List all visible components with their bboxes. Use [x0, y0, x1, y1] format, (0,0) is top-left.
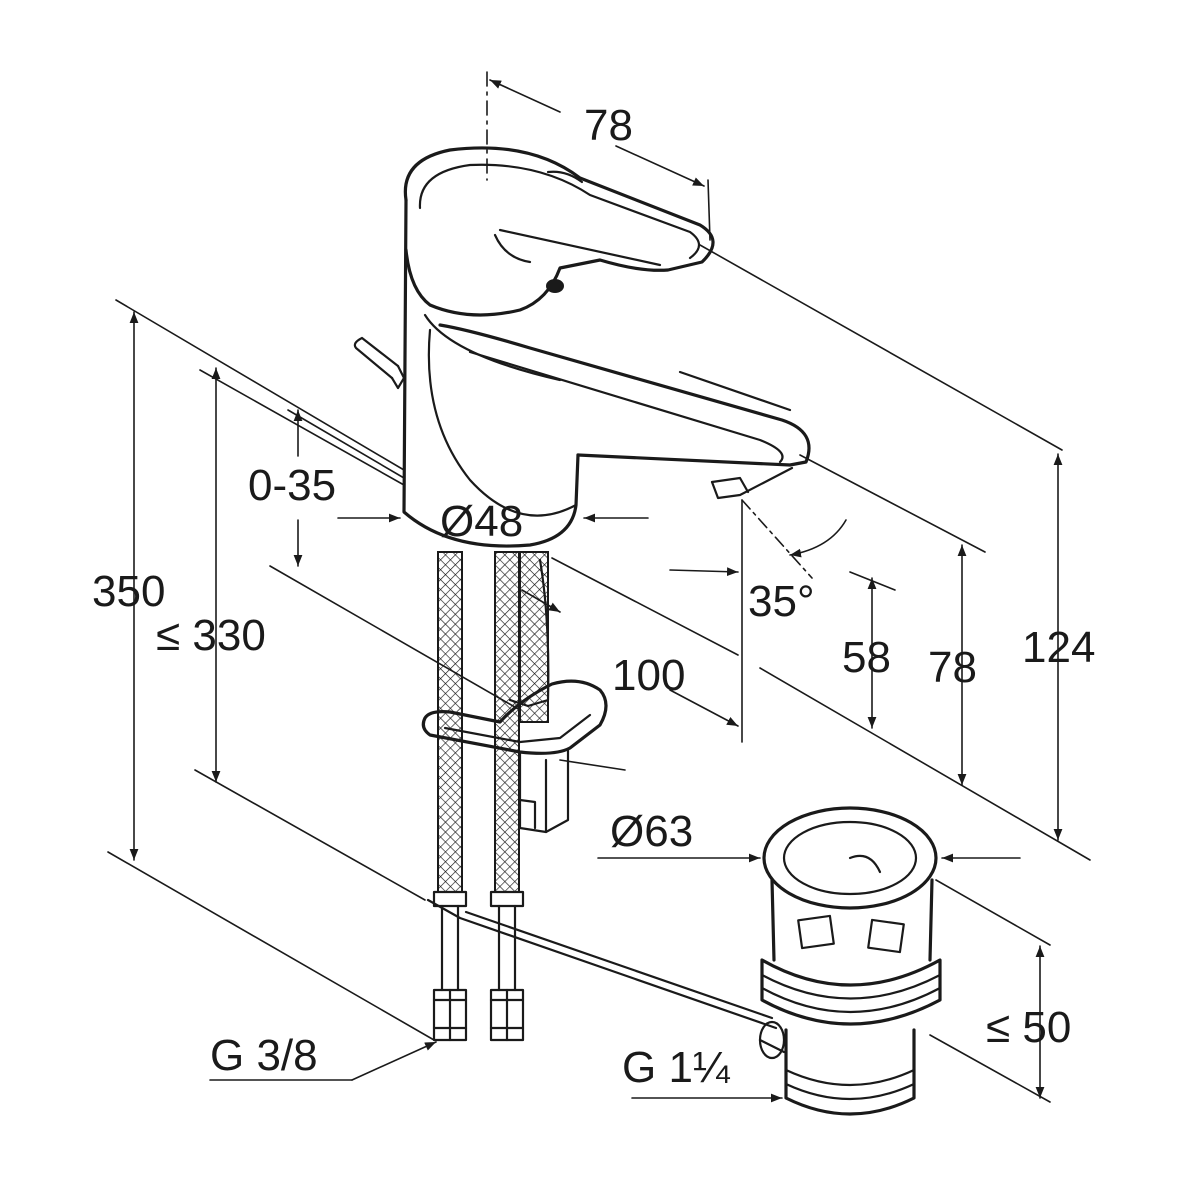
drain-height-label: ≤ 50 — [986, 1003, 1071, 1052]
spout-angle-label: 35° — [748, 577, 815, 626]
overall-height-label: 124 — [1022, 623, 1095, 672]
spout-height-label: 78 — [928, 643, 977, 692]
handle-width-label: 78 — [584, 101, 633, 150]
hose-thread-label: G 3/8 — [210, 1031, 318, 1080]
drain-thread-label: G 1¼ — [622, 1043, 731, 1092]
total-height-label: 350 — [92, 567, 165, 616]
drain-valve — [758, 806, 942, 1116]
waste-link-rod — [426, 898, 778, 1030]
outlet-height-label: 58 — [842, 633, 891, 682]
outlet-reach-label: 100 — [612, 651, 685, 700]
dimension-lines — [107, 71, 1091, 1103]
max-height-label: ≤ 330 — [156, 611, 266, 660]
supply-hoses — [432, 551, 549, 1042]
lever-travel-label: 0-35 — [248, 461, 336, 510]
body-diameter-label: Ø48 — [440, 497, 523, 546]
drain-diameter-label: Ø63 — [610, 807, 693, 856]
faucet-body — [353, 146, 811, 548]
mounting-bracket — [421, 558, 608, 834]
